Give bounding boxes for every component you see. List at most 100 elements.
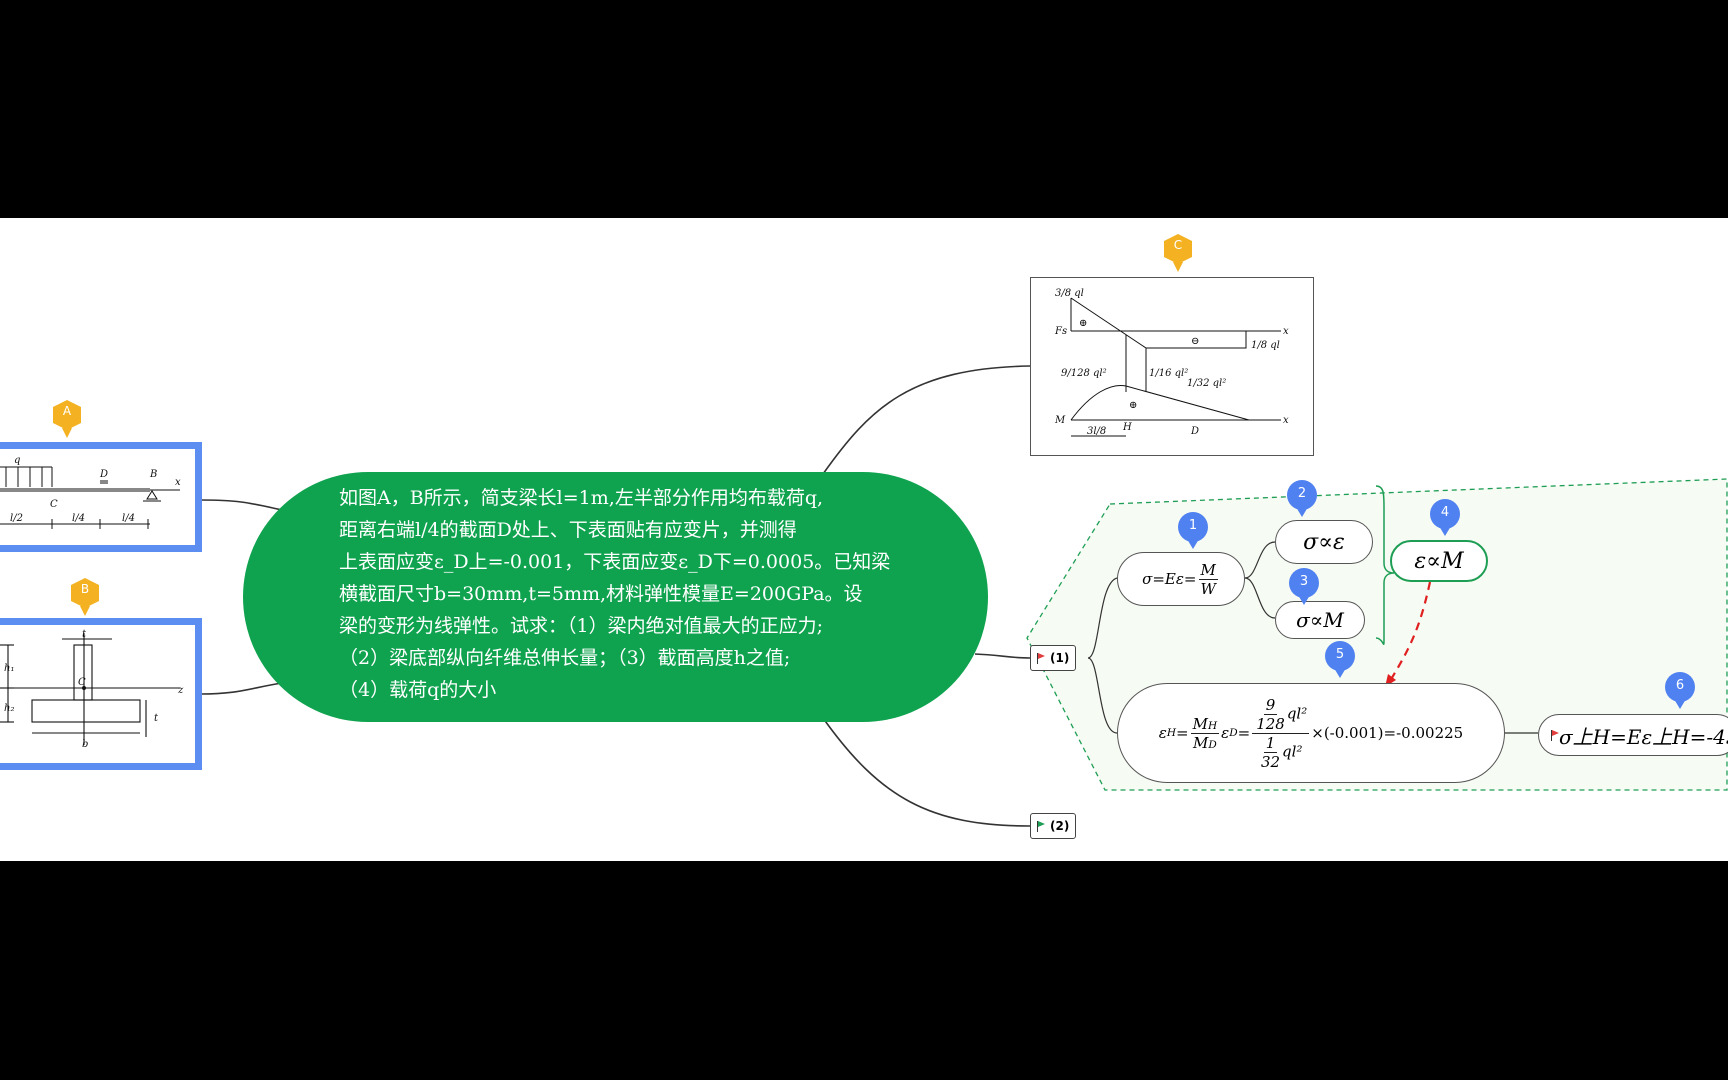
link-c (822, 365, 1031, 475)
red-dashed-arrow (1389, 581, 1432, 682)
figure-b-b: b (82, 739, 88, 750)
branch-1[interactable]: (1) (1030, 645, 1077, 671)
problem-line-2: 距离右端l/4的截面D处上、下表面贴有应变片，并测得 (339, 519, 797, 541)
formula-1-lhs: σ=Eε= (1142, 570, 1197, 588)
number-marker-1[interactable]: 1 (1175, 511, 1211, 549)
formula-1-num: M (1198, 560, 1218, 580)
number-marker-6[interactable]: 6 (1662, 671, 1698, 709)
number-marker-3[interactable]: 3 (1286, 567, 1322, 605)
number-6-label: 6 (1675, 678, 1685, 693)
green-flag-icon (1037, 821, 1046, 832)
number-4-label: 4 (1440, 505, 1450, 520)
problem-line-3: 上表面应变ε_D上=-0.001，下表面应变ε_D下=0.0005。已知梁 (339, 551, 891, 573)
marker-c[interactable]: C (1161, 232, 1195, 272)
formula-5-n1: 1 (1263, 733, 1278, 753)
formula-3[interactable]: σ∝M (1275, 601, 1365, 639)
problem-line-5: 梁的变形为线弹性。试求：（1）梁内绝对值最大的正应力; (339, 615, 823, 637)
figure-c-x1: x (1283, 326, 1289, 337)
figure-a-c: C (50, 499, 58, 510)
figure-c-x2: x (1283, 415, 1289, 426)
figure-b-z: z (177, 685, 184, 696)
formula-1[interactable]: σ=Eε= M W (1117, 552, 1245, 606)
link-1 (974, 653, 1031, 659)
number-5-label: 5 (1335, 647, 1345, 662)
figure-b-t-side: t (154, 713, 159, 724)
problem-line-6: （2）梁底部纵向纤维总伸长量；（3）截面高度h之值; (339, 647, 791, 669)
figure-b-tsection: t h₁ h₂ C z t b (0, 629, 184, 750)
figure-c-m: M (1054, 415, 1066, 426)
formula-5-eps1: ε (1158, 724, 1167, 742)
number-marker-4[interactable]: 4 (1427, 498, 1463, 536)
figure-a-x: x (175, 477, 181, 488)
link-a (199, 499, 283, 511)
formula-5-md: M (1192, 733, 1209, 752)
formula-5-tail: ×(-0.001)=-0.00225 (1311, 724, 1464, 742)
figure-c-fs: Fs (1054, 326, 1067, 337)
number-3-label: 3 (1299, 574, 1309, 589)
formula-5-eps2: ε (1221, 724, 1230, 742)
figure-a-q: q (14, 455, 20, 466)
marker-c-label: C (1173, 238, 1183, 252)
formula-6[interactable]: σ上H=Eε上H=-450M (1538, 714, 1728, 756)
formula-6-text: σ上H=Eε上H=-450M (1559, 724, 1728, 749)
figure-c-frame: 3/8 ql Fs ⊕ ⊖ 1/8 ql x 9/128 ql² 1/16 ql… (1030, 277, 1314, 456)
figure-a-frame: q C D B x l/2 l/4 l/4 (0, 442, 202, 552)
link-2 (822, 717, 1031, 827)
formula-4[interactable]: ε∝M (1390, 540, 1488, 582)
number-1-label: 1 (1188, 518, 1198, 533)
formula-5-d128: 128 (1256, 714, 1285, 733)
marker-a[interactable]: A (50, 398, 84, 438)
number-marker-5[interactable]: 5 (1322, 640, 1358, 678)
figure-b-t-top: t (82, 629, 87, 640)
figure-c-h: H (1122, 422, 1132, 433)
central-topic[interactable]: 如图A，B所示，简支梁长l=1m,左半部分作用均布载荷q, 距离右端l/4的截面… (243, 472, 988, 722)
figure-b-c: C (78, 677, 86, 688)
problem-statement: 如图A，B所示，简支梁长l=1m,左半部分作用均布载荷q, 距离右端l/4的截面… (339, 482, 899, 706)
number-marker-2[interactable]: 2 (1284, 479, 1320, 517)
figure-c-plus2: ⊕ (1129, 400, 1137, 411)
problem-line-4: 横截面尺寸b=30mm,t=5mm,材料弹性模量E=200GPa。设 (339, 583, 863, 605)
branch-2-label: (2) (1050, 819, 1070, 833)
red-flag-icon (1037, 653, 1046, 664)
formula-1-fraction: M W (1198, 560, 1218, 598)
formula-1-den: W (1200, 579, 1216, 598)
problem-line-7: （4）载荷q的大小 (339, 679, 497, 701)
link-b (199, 682, 283, 695)
marker-b[interactable]: B (68, 576, 102, 616)
branch-1-label: (1) (1050, 651, 1070, 665)
figure-c-d: D (1190, 426, 1199, 437)
figure-a-dim-2: l/4 (72, 513, 85, 524)
figure-c-diagrams: 3/8 ql Fs ⊕ ⊖ 1/8 ql x 9/128 ql² 1/16 ql… (1054, 288, 1289, 437)
figure-b-h2: h₂ (4, 703, 14, 714)
figure-a-b: B (149, 469, 157, 480)
formula-5-n9: 9 (1263, 695, 1278, 715)
figure-c-dim: 3l/8 (1087, 426, 1106, 437)
branch-2[interactable]: (2) (1030, 813, 1077, 839)
mindmap-canvas: q C D B x l/2 l/4 l/4 A (0, 218, 1728, 861)
formula-5-mh: M (1192, 714, 1208, 733)
formula-5-frac1: MH MD (1190, 714, 1220, 752)
figure-c-plus1: ⊕ (1079, 318, 1087, 329)
problem-line-1: 如图A，B所示，简支梁长l=1m,左半部分作用均布载荷q, (339, 487, 824, 509)
marker-a-label: A (62, 404, 72, 418)
number-2-label: 2 (1297, 486, 1307, 501)
figure-c-shear-right: 1/8 ql (1251, 340, 1280, 351)
figure-c-minus: ⊖ (1191, 336, 1199, 347)
marker-b-label: B (80, 582, 90, 596)
formula-5-d32: 32 (1260, 752, 1281, 771)
formula-2[interactable]: σ∝ε (1275, 520, 1373, 564)
figure-a-beam: q C D B x l/2 l/4 l/4 (0, 455, 181, 529)
figure-c-m-d: 1/32 ql² (1187, 378, 1226, 389)
figure-a-d: D (99, 469, 108, 480)
figure-c-m-peak: 9/128 ql² (1061, 368, 1107, 379)
formula-4-text: ε∝M (1414, 548, 1464, 574)
figure-c-m-h: 1/16 ql² (1149, 368, 1188, 379)
figure-b-h1: h₁ (4, 663, 14, 674)
figure-a-dim-1: l/2 (10, 513, 23, 524)
figure-a-dim-3: l/4 (122, 513, 135, 524)
formula-3-text: σ∝M (1296, 608, 1344, 632)
formula-2-text: σ∝ε (1303, 529, 1345, 555)
figure-b-frame: t h₁ h₂ C z t b (0, 618, 202, 770)
